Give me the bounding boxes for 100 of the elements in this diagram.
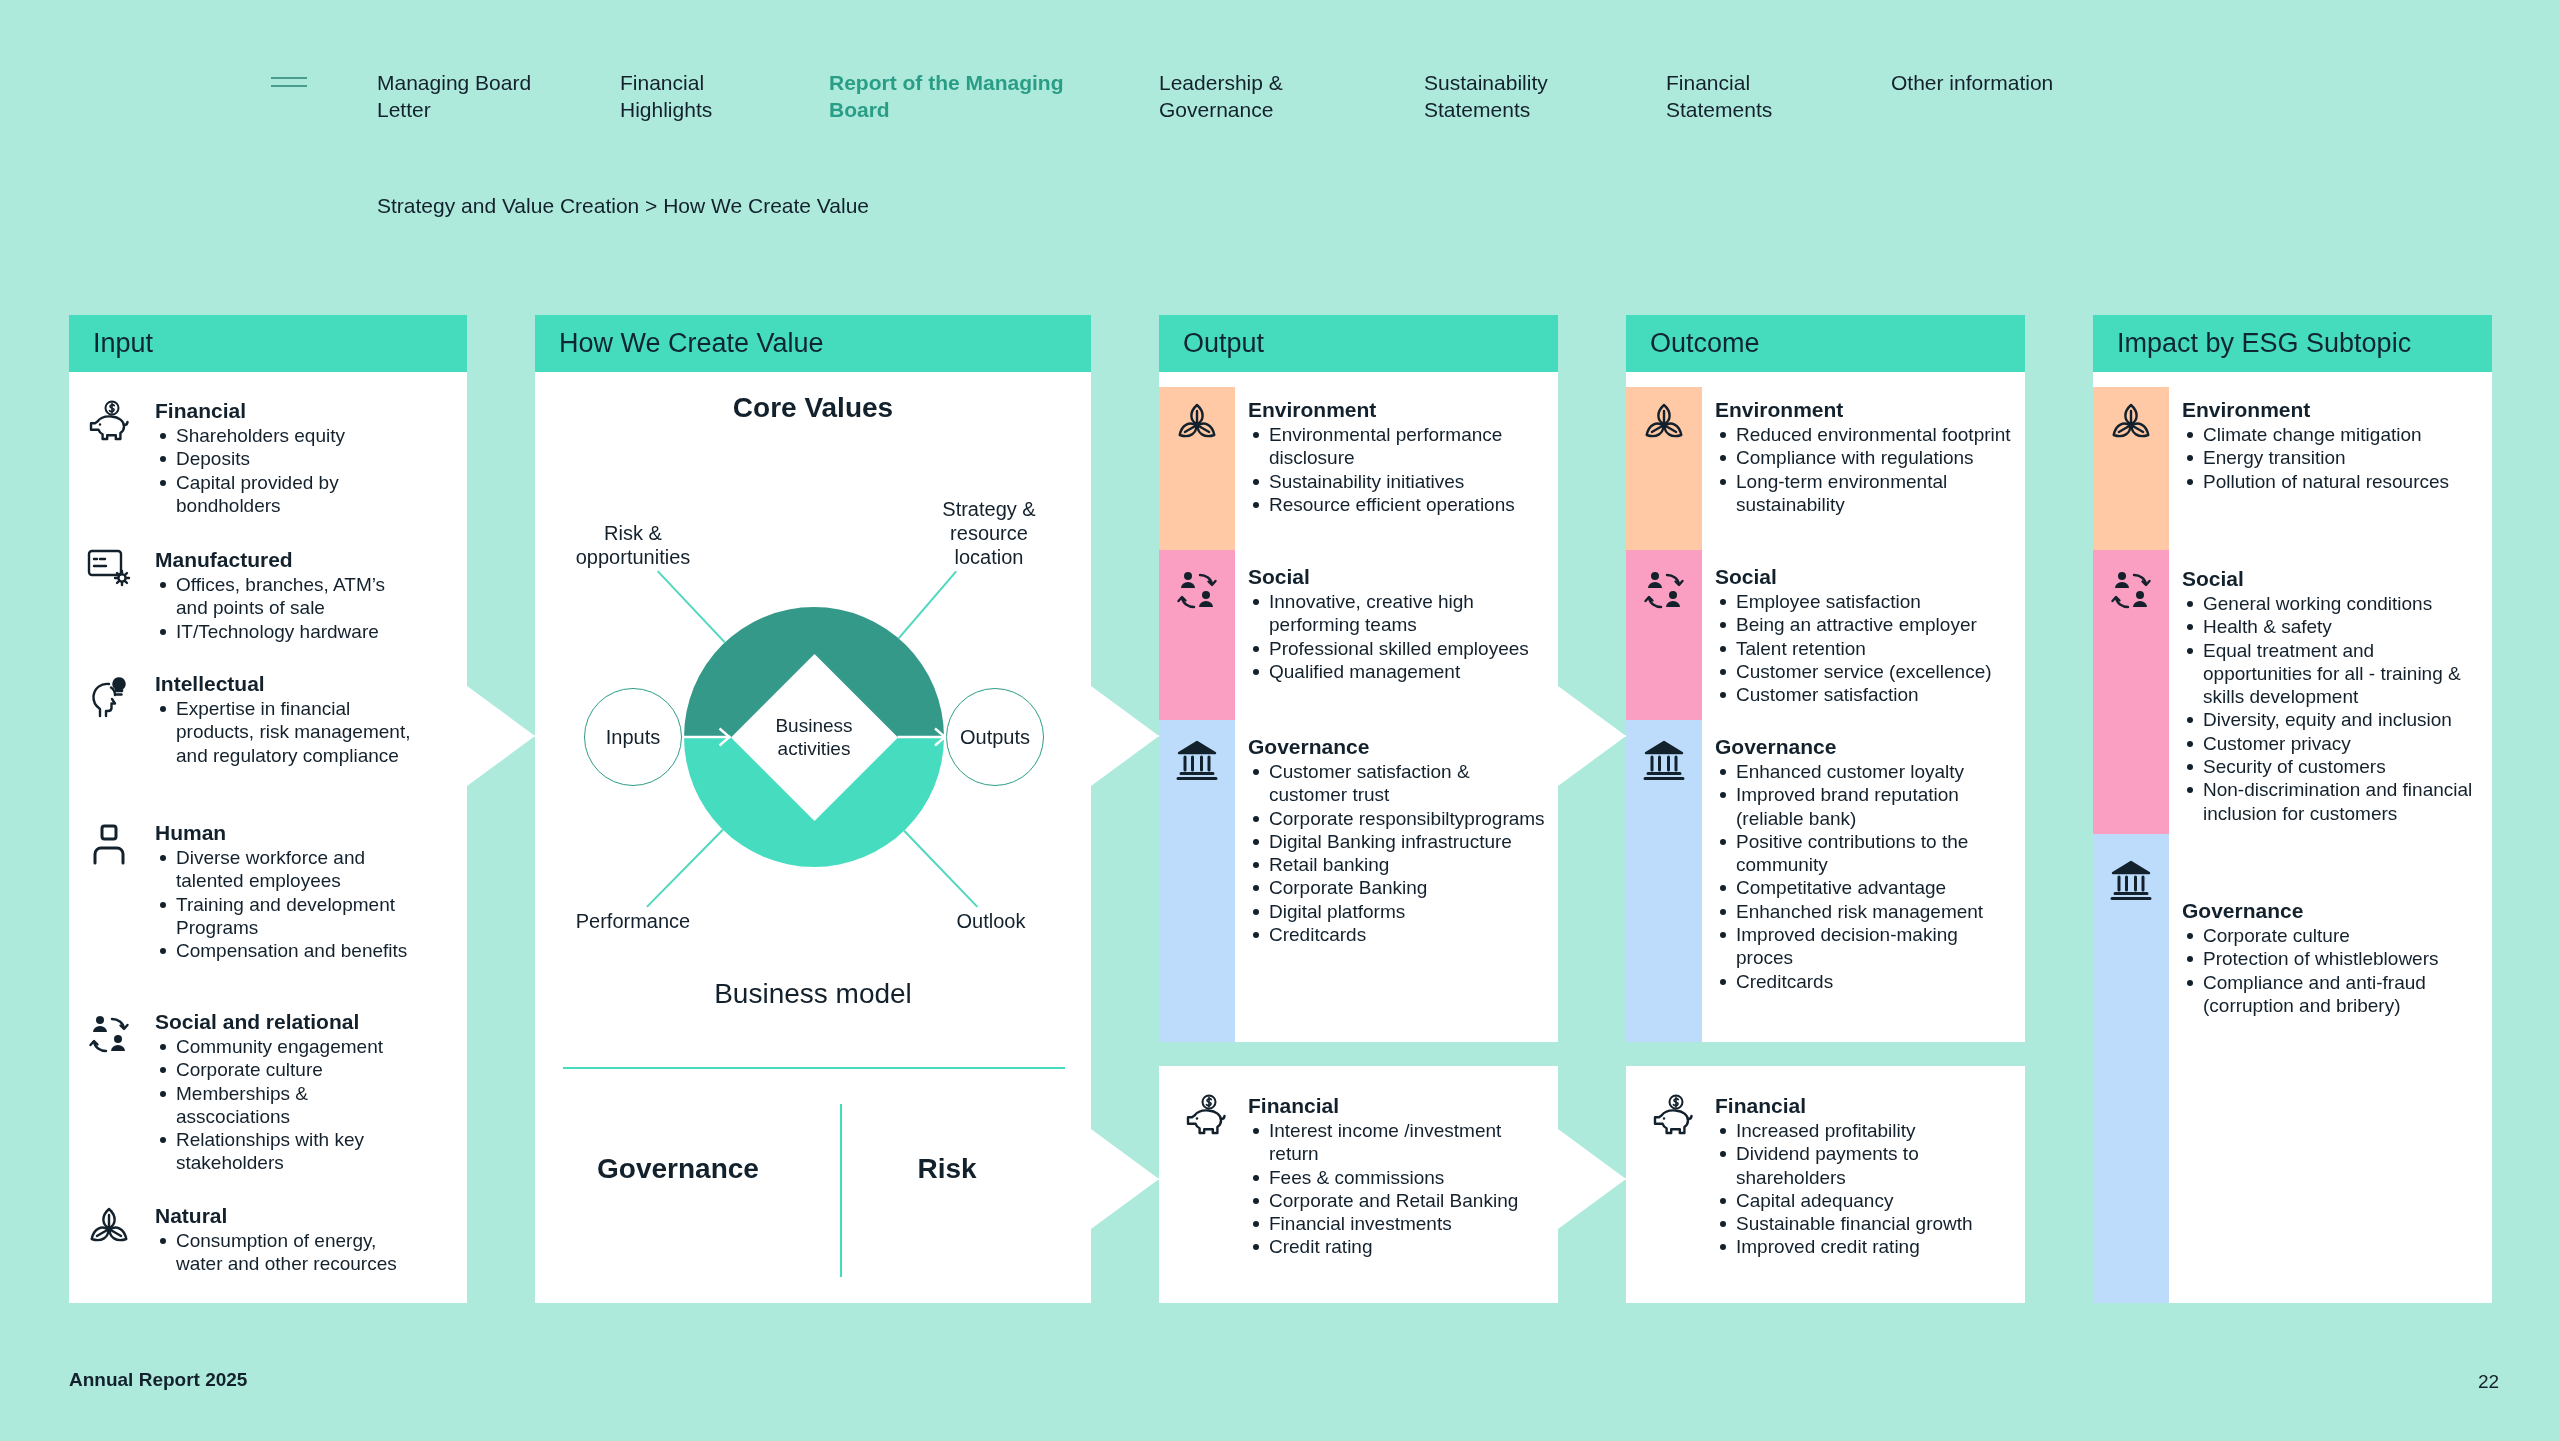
bullet-item: Credit rating [1248,1235,1373,1259]
info-card [1159,1066,1558,1303]
bullet-item: Equal treatment and opportunities for all - training & skills development [2182,638,2480,709]
bullet-item: Deposits [155,447,250,471]
section-heading: Financial [1715,1093,1807,1119]
leader-line [645,828,724,908]
diagram-label: Business model [714,978,912,1010]
bullet-item: Dividend payments to shareholders [1715,1142,2013,1189]
bullet-item: Resource efficient operations [1248,492,1515,517]
section-heading: Environment [1248,397,1377,423]
column-header: How We Create Value [535,315,1091,372]
bullet-item: Talent retention [1715,636,1866,660]
column-panel [2093,315,2492,1303]
bullet-item: Being an attractive employer [1715,613,1977,637]
chevron-arrow [1090,686,1160,786]
bullet-item: Enhanced customer loyalty [1715,760,1965,784]
bullet-item: Customer privacy [2182,731,2351,756]
bullet-item: Innovative, creative high performing teams [1248,590,1546,637]
bullet-item: Fees & commissions [1248,1165,1445,1189]
chevron-arrow [1557,1129,1627,1229]
section-label: Risk [917,1153,977,1185]
bullet-item: Consumption of energy, water and other recources [155,1229,415,1276]
bullet-item: Creditcards [1248,923,1367,947]
bullet-item: Creditcards [1715,969,1834,993]
section-heading: Governance [1715,734,1837,760]
circle-node: Inputs [584,688,682,786]
bullet-item: Pollution of natural resources [2182,469,2450,493]
bullet-item: Offices, branches, ATM’s and points of sale [155,573,415,620]
bullet-item: Customer satisfaction [1715,683,1919,707]
bullet-item: Shareholders equity [155,424,345,448]
bullet-item: Enhanched risk management [1715,899,1984,924]
chevron-arrow [466,686,536,786]
page-number: 22 [2478,1370,2500,1394]
bullet-item: Increased profitability [1715,1119,1916,1143]
diagram-label: Risk & opportunities [553,521,713,569]
footer-text: Annual Report 2025 [69,1368,248,1392]
bullet-item: Compensation and benefits [155,939,408,963]
column-panel [1626,315,2025,1042]
section-heading: Intellectual [155,671,265,697]
bullet-item: Climate change mitigation [2182,423,2422,447]
flow-arrow [897,727,947,747]
leader-line [897,570,958,640]
leader-line [656,570,726,644]
column-header: Input [69,315,467,372]
breadcrumb: Strategy and Value Creation > How We Create Value [377,193,870,219]
column-panel [1159,315,1558,1042]
section-heading: Governance [2182,898,2304,924]
section-heading: Manufactured [155,547,293,573]
bullet-item: Interest income /investment return [1248,1119,1546,1166]
chevron-arrow [1557,686,1627,786]
section-heading: Natural [155,1203,228,1229]
bullet-item: Digital Banking infrastructure [1248,829,1512,854]
bullet-item: Corporate and Retail Banking [1248,1188,1519,1213]
diagram-label: Performance [575,909,691,933]
bullet-item: Digital platforms [1248,899,1406,924]
chevron-arrow [1090,1129,1160,1229]
bullet-item: Employee satisfaction [1715,590,1921,614]
bullet-item: Improved decision-making proces [1715,923,2013,970]
nav-link: Report of the Managing Board [829,70,1065,123]
section-heading: Financial [1248,1093,1340,1119]
diagram-label: Strategy & resource location [938,497,1040,569]
bullet-item: Environmental performance disclosure [1248,423,1546,470]
bullet-item: Compliance and anti-fraud (corruption and bribery) [2182,970,2480,1018]
nav-link: Leadership & Governance [1159,70,1284,123]
section-heading: Governance [1248,734,1370,760]
bullet-item: Sustainable financial growth [1715,1212,1973,1236]
bullet-item: Corporate culture [2182,924,2350,948]
bullet-item: Compliance with regulations [1715,446,1974,470]
bullet-item: Expertise in financial products, risk management, and regulatory compliance [155,697,415,767]
section-heading: Social and relational [155,1009,360,1035]
bullet-item: Financial investments [1248,1212,1452,1236]
flow-arrow [682,727,731,747]
diagram-label: Business activities [774,714,854,760]
bullet-item: Community engagement [155,1035,383,1059]
section-heading: Environment [2182,397,2311,423]
column-panel [535,315,1091,1303]
column-panel [69,315,467,1303]
bullet-item: Reduced environmental footprint [1715,423,2011,447]
section-heading: Financial [155,398,247,424]
bullet-item: Professional skilled employees [1248,636,1529,660]
nav-link: Financial Highlights [620,70,714,123]
section-heading: Human [155,820,227,846]
bullet-item: Energy transition [2182,446,2346,470]
bullet-item: Improved brand reputation (reliable bank) [1715,783,2013,830]
bullet-item: Corporate Banking [1248,876,1428,900]
bullet-item: Diverse workforce and talented employees [155,846,415,893]
bullet-item: Protection of whistleblowers [2182,947,2439,971]
bullet-item: Diversity, equity and inclusion [2182,708,2452,732]
bullet-item: Corporate responsibiltyprograms [1248,806,1545,830]
bullet-item: Health & safety [2182,615,2332,639]
bullet-item: Competitative advantage [1715,876,1947,900]
bullet-item: IT/Technology hardware [155,619,379,643]
bullet-item: Capital adequancy [1715,1188,1894,1213]
bullet-item: Security of customers [2182,755,2386,779]
bullet-item: Improved credit rating [1715,1235,1920,1259]
bullet-item: Non-discrimination and financial inclusion for customers [2182,778,2480,825]
nav-link: Financial Statements [1666,70,1774,123]
section-heading: Social [2182,566,2244,592]
bullet-item: Customer service (excellence) [1715,659,1992,684]
bullet-item: Qualified management [1248,659,1461,684]
